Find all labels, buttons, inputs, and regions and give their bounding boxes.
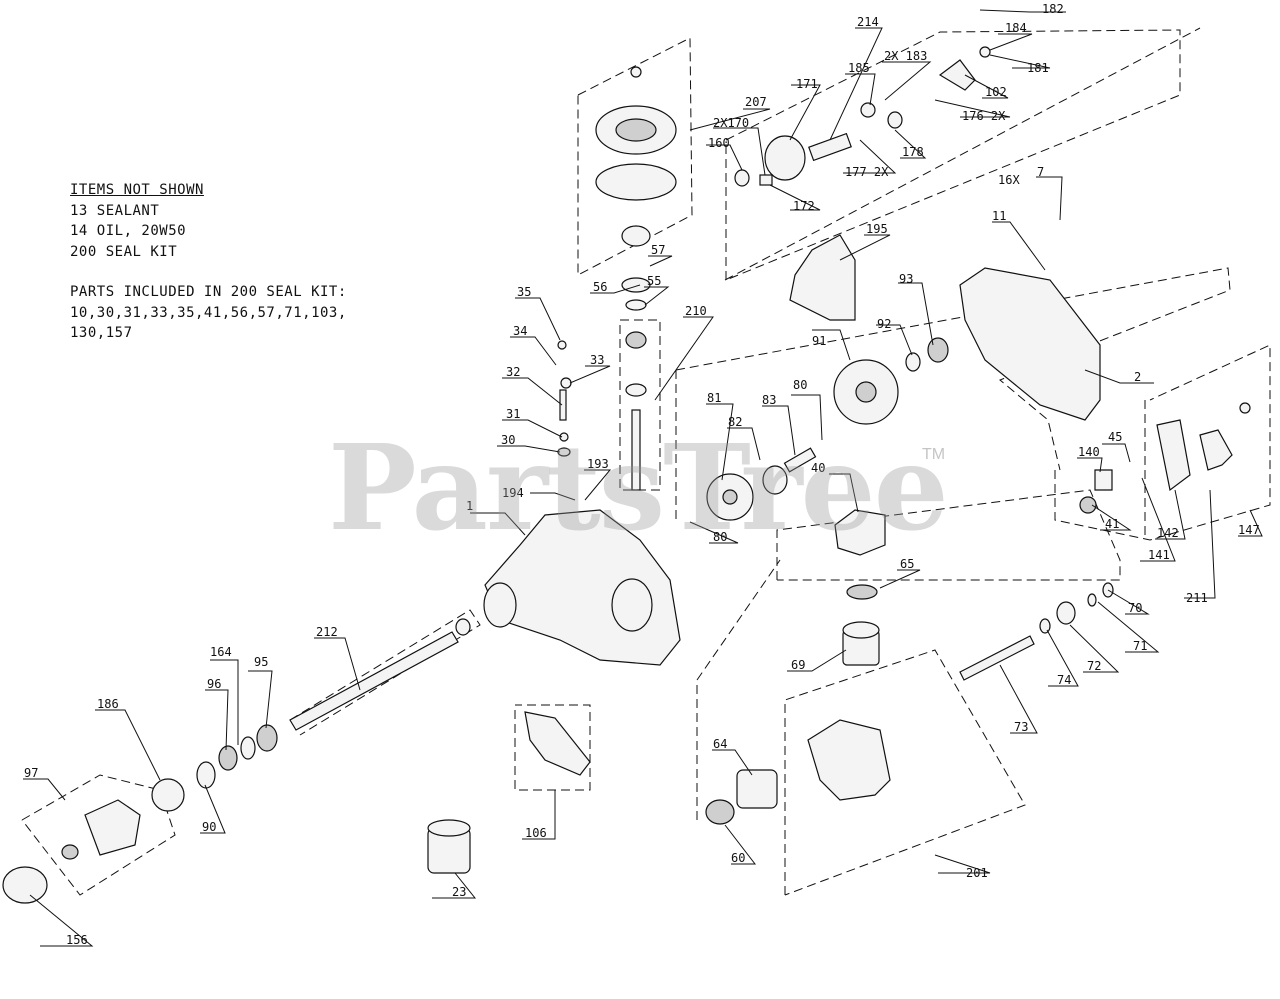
note-line: 200 SEAL KIT <box>70 243 178 260</box>
callout-178: 178 <box>902 145 924 159</box>
callout-23: 23 <box>452 885 466 899</box>
callout-147: 147 <box>1238 523 1260 537</box>
callout-170: 2X170 <box>713 116 749 130</box>
callout-95: 95 <box>254 655 268 669</box>
callout-80-top: 80 <box>793 378 807 392</box>
callout-212: 212 <box>316 625 338 639</box>
callout-156: 156 <box>66 933 88 947</box>
items-not-shown-heading: ITEMS NOT SHOWN <box>70 182 204 198</box>
leader-lines <box>23 9 1263 947</box>
callout-69: 69 <box>791 658 805 672</box>
callout-35: 35 <box>517 285 531 299</box>
seal-kit-heading: PARTS INCLUDED IN 200 SEAL KIT: <box>70 284 347 300</box>
callout-31: 31 <box>506 407 520 421</box>
callout-7: 7 <box>1037 165 1044 179</box>
callout-41: 41 <box>1105 517 1119 531</box>
callout-172: 172 <box>793 199 815 213</box>
callout-181: 181 <box>1027 61 1049 75</box>
callout-56: 56 <box>593 280 607 294</box>
callout-82: 82 <box>728 415 742 429</box>
callout-64: 64 <box>713 737 727 751</box>
callout-1: 1 <box>466 499 473 513</box>
callout-32: 32 <box>506 365 520 379</box>
seal-kit-line: 10,30,31,33,35,41,56,57,71,103, <box>70 304 347 321</box>
callout-185: 185 <box>848 61 870 75</box>
callout-34: 34 <box>513 324 527 338</box>
callout-160: 160 <box>708 136 730 150</box>
callout-171: 171 <box>796 77 818 91</box>
callout-16x: 16X <box>998 173 1020 187</box>
callout-labels: 1 2 7 16X 11 23 30 31 32 33 34 35 40 41 … <box>24 2 1260 947</box>
items-not-shown-note: ITEMS NOT SHOWN 13 SEALANT 14 OIL, 20W50… <box>70 180 347 344</box>
callout-207: 207 <box>745 95 767 109</box>
callout-2: 2 <box>1134 370 1141 384</box>
callout-97: 97 <box>24 766 38 780</box>
callout-210: 210 <box>685 304 707 318</box>
callout-30: 30 <box>501 433 515 447</box>
callout-142: 142 <box>1157 526 1179 540</box>
callout-57: 57 <box>651 243 665 257</box>
callout-91: 91 <box>812 334 826 348</box>
callout-81: 81 <box>707 391 721 405</box>
callout-71: 71 <box>1133 639 1147 653</box>
callout-176: 176 2X <box>962 109 1006 123</box>
callout-164: 164 <box>210 645 232 659</box>
callout-140: 140 <box>1078 445 1100 459</box>
callout-193: 193 <box>587 457 609 471</box>
callout-201: 201 <box>966 866 988 880</box>
callout-92: 92 <box>877 317 891 331</box>
assembly-outlines <box>21 27 1271 896</box>
callout-11: 11 <box>992 209 1006 223</box>
callout-102: 102 <box>985 85 1007 99</box>
callout-45: 45 <box>1108 430 1122 444</box>
callout-194: 194 <box>502 486 524 500</box>
part-shapes <box>2 46 1251 904</box>
callout-182: 182 <box>1042 2 1064 16</box>
callout-93: 93 <box>899 272 913 286</box>
callout-73: 73 <box>1014 720 1028 734</box>
callout-96: 96 <box>207 677 221 691</box>
callout-186: 186 <box>97 697 119 711</box>
trademark-mark: TM <box>922 446 946 463</box>
callout-90: 90 <box>202 820 216 834</box>
callout-55: 55 <box>647 274 661 288</box>
parts-tree-watermark: PartsTree <box>328 418 949 557</box>
seal-kit-line: 130,157 <box>70 325 133 341</box>
callout-184: 184 <box>1005 21 1027 35</box>
callout-211: 211 <box>1186 591 1208 605</box>
callout-72: 72 <box>1087 659 1101 673</box>
callout-70: 70 <box>1128 601 1142 615</box>
callout-183: 2X 183 <box>884 49 927 63</box>
callout-65: 65 <box>900 557 914 571</box>
callout-195: 195 <box>866 222 888 236</box>
callout-177: 177 2X <box>845 165 889 179</box>
callout-80-bottom: 80 <box>713 530 727 544</box>
callout-214: 214 <box>857 15 879 29</box>
note-line: 14 OIL, 20W50 <box>70 223 187 239</box>
callout-60: 60 <box>731 851 745 865</box>
callout-83: 83 <box>762 393 776 407</box>
callout-40: 40 <box>811 461 825 475</box>
callout-74: 74 <box>1057 673 1071 687</box>
callout-141: 141 <box>1148 548 1170 562</box>
callout-106: 106 <box>525 826 547 840</box>
note-line: 13 SEALANT <box>70 202 160 219</box>
callout-33: 33 <box>590 353 604 367</box>
